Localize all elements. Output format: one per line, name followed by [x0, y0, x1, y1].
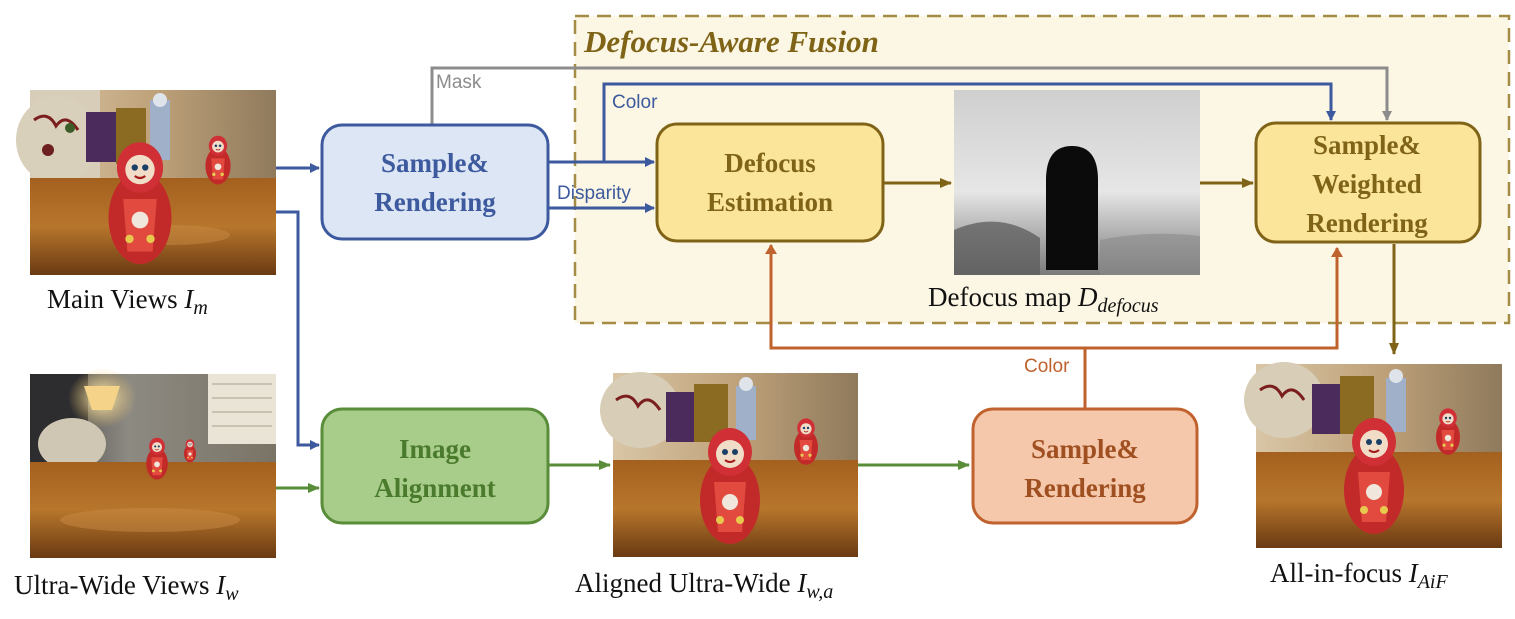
sample-rendering-main-node: Sample& Rendering — [320, 123, 550, 241]
main-views-caption: Main Views Im — [47, 284, 208, 319]
color-label-bottom: Color — [1024, 356, 1070, 377]
ultra-wide-views-image — [30, 368, 276, 558]
svg-text:Sample&: Sample& — [381, 148, 489, 178]
all-in-focus-caption: All-in-focus IAiF — [1270, 558, 1448, 593]
edge-mask — [430, 66, 1392, 125]
svg-text:Weighted: Weighted — [1312, 169, 1422, 199]
defocus-estimation-node: Defocus Estimation — [655, 122, 885, 243]
edge-main-to-image-alignment — [276, 210, 320, 450]
svg-text:Estimation: Estimation — [707, 187, 833, 217]
svg-text:Rendering: Rendering — [374, 187, 496, 217]
sample-weighted-rendering-node: Sample& Weighted Rendering — [1254, 121, 1482, 244]
defocus-map-caption: Defocus map Ddefocus — [928, 282, 1159, 317]
aligned-ultra-wide-image — [600, 372, 858, 557]
svg-text:Rendering: Rendering — [1306, 208, 1428, 238]
svg-text:Alignment: Alignment — [374, 473, 496, 503]
defocus-map-image — [954, 90, 1200, 275]
mask-label: Mask — [436, 72, 482, 93]
disparity-label: Disparity — [557, 183, 631, 204]
edge-color-top — [602, 82, 1336, 162]
ultra-wide-views-caption: Ultra-Wide Views Iw — [14, 570, 239, 605]
aligned-ultra-wide-caption: Aligned Ultra-Wide Iw,a — [575, 568, 833, 603]
sample-rendering-aligned-node: Sample& Rendering — [971, 407, 1199, 525]
region-title: Defocus-Aware Fusion — [583, 24, 879, 59]
svg-text:Sample&: Sample& — [1313, 130, 1421, 160]
all-in-focus-image — [1244, 362, 1502, 548]
edge-color-bottom-right — [1085, 247, 1343, 350]
edge-color-bottom — [765, 244, 1087, 408]
svg-text:Defocus: Defocus — [724, 148, 815, 178]
image-alignment-node: Image Alignment — [320, 407, 550, 525]
color-label-top: Color — [612, 92, 658, 113]
svg-text:Image: Image — [399, 434, 471, 464]
main-views-image — [16, 90, 276, 275]
svg-text:Sample&: Sample& — [1031, 434, 1139, 464]
svg-text:Rendering: Rendering — [1024, 473, 1146, 503]
